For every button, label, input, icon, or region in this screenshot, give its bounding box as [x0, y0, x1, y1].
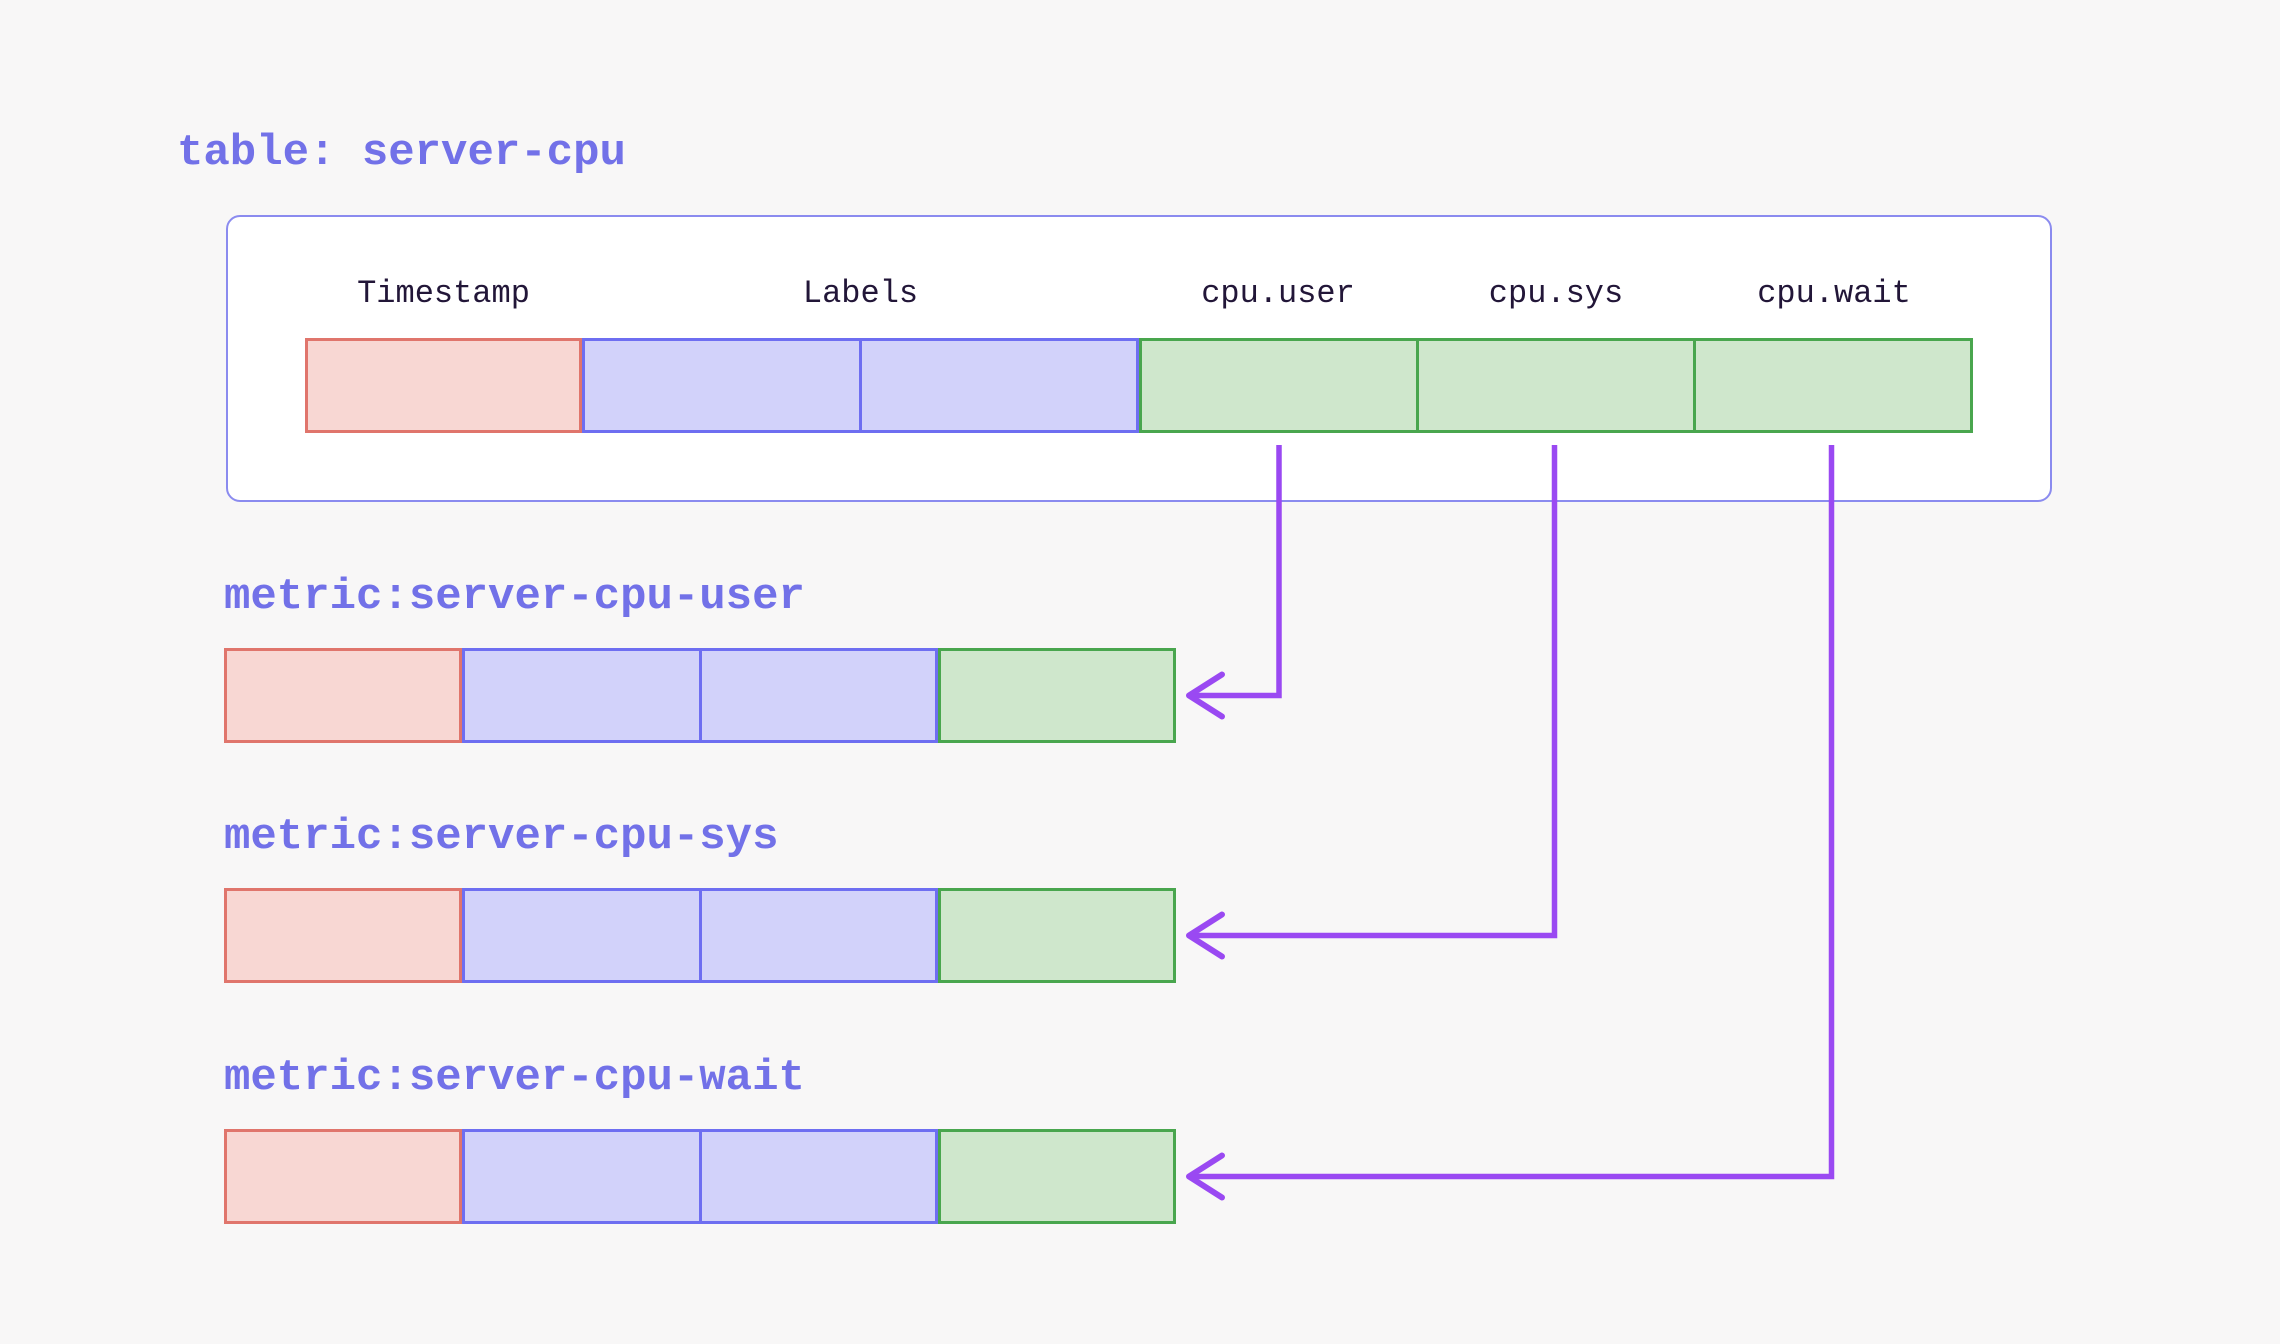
labels-cell-1 [465, 1132, 699, 1221]
table-cell-cpu-sys [1416, 341, 1693, 430]
table-cell-cpu-wait [1693, 341, 1970, 430]
metric-timestamp-cell [224, 1129, 462, 1224]
value-cell [941, 891, 1173, 980]
labels-cell-1 [465, 891, 699, 980]
timestamp-cell [308, 341, 579, 430]
arrow-connector [1186, 671, 1225, 720]
metric-title-user: metric:server-cpu-user [224, 572, 805, 622]
column-header-cpu-sys: cpu.sys [1488, 275, 1624, 312]
metric-labels-cells [462, 888, 938, 983]
labels-cell-1 [585, 341, 859, 430]
labels-cell-2 [859, 341, 1136, 430]
arrow-connector [1186, 1152, 1225, 1201]
metric-value-cell [938, 648, 1176, 743]
timestamp-cell [227, 651, 459, 740]
metric-title-sys: metric:server-cpu-sys [224, 812, 779, 862]
labels-cell-2 [698, 1132, 936, 1221]
metric-group-user: metric:server-cpu-user [224, 570, 1176, 743]
metric-labels-cells [462, 1129, 938, 1224]
timestamp-cell [227, 1132, 459, 1221]
table-cell-cpu-user [1142, 341, 1416, 430]
metric-timestamp-cell [224, 648, 462, 743]
column-header-labels: Labels [802, 275, 919, 312]
metric-labels-cells [462, 648, 938, 743]
metric-timestamp-cell [224, 888, 462, 983]
arrow-connector [1191, 445, 1558, 939]
table-cells-fields [1139, 338, 1973, 433]
metric-row [224, 1129, 1176, 1224]
column-header-cpu-user: cpu.user [1201, 275, 1355, 312]
timestamp-cell [227, 891, 459, 980]
arrow-connector [1191, 445, 1835, 1180]
table-cell-timestamp [305, 338, 582, 433]
metric-value-cell [938, 888, 1176, 983]
table-cells-row [305, 338, 1973, 433]
column-header-row: Timestamp Labels cpu.user cpu.sys cpu.wa… [305, 274, 1973, 314]
metric-value-cell [938, 1129, 1176, 1224]
value-cell [941, 651, 1173, 740]
metric-group-wait: metric:server-cpu-wait [224, 1051, 1176, 1224]
column-header-timestamp: Timestamp [357, 275, 530, 312]
metric-title-wait: metric:server-cpu-wait [224, 1053, 805, 1103]
labels-cell-2 [698, 651, 936, 740]
table-title: table: server-cpu [177, 128, 626, 178]
metric-row [224, 648, 1176, 743]
labels-cell-2 [698, 891, 936, 980]
table-card: Timestamp Labels cpu.user cpu.sys cpu.wa… [226, 215, 2052, 502]
table-cells-labels [582, 338, 1139, 433]
arrow-connector [1186, 911, 1225, 960]
metric-group-sys: metric:server-cpu-sys [224, 810, 1176, 983]
value-cell [941, 1132, 1173, 1221]
column-header-cpu-wait: cpu.wait [1757, 275, 1911, 312]
metric-row [224, 888, 1176, 983]
labels-cell-1 [465, 651, 699, 740]
